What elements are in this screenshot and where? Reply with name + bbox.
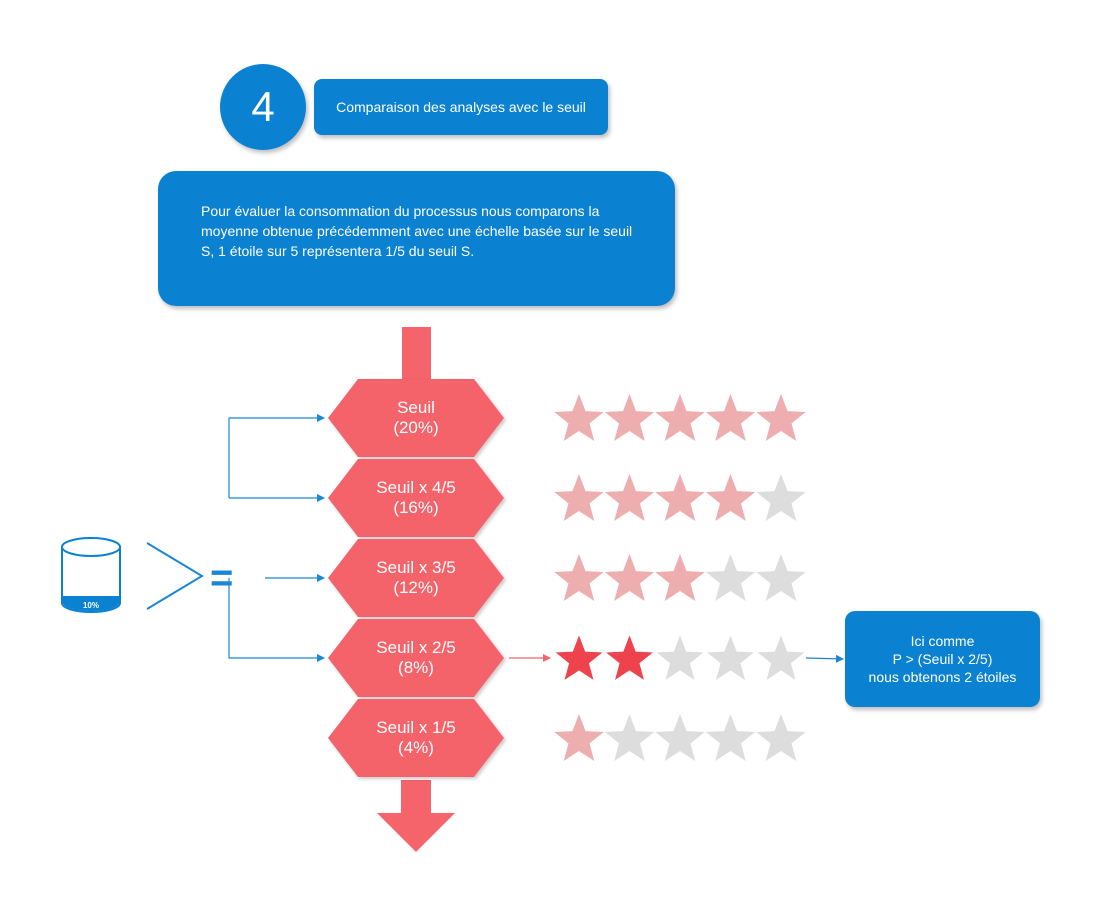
greater-than-symbol — [146, 542, 204, 610]
result-info-box: Ici comme P > (Seuil x 2/5) nous obtenon… — [845, 611, 1040, 707]
database-icon — [61, 537, 121, 613]
level-4-name: Seuil x 2/5 — [376, 638, 456, 657]
star-filled-icon-3-3 — [655, 554, 705, 601]
level-label-5: Seuil x 1/5 (4%) — [316, 718, 516, 758]
flow-entry-bar — [402, 327, 431, 380]
level-hexagon-2 — [328, 459, 504, 537]
info-line-1: Ici comme — [910, 633, 975, 649]
result-arrow — [805, 654, 844, 663]
star-filled-icon-1-2 — [604, 394, 655, 441]
level-4-percent: (8%) — [398, 658, 434, 677]
level-5-name: Seuil x 1/5 — [376, 718, 456, 737]
level-label-2: Seuil x 4/5 (16%) — [316, 478, 516, 518]
star-empty-icon-4-3 — [653, 632, 707, 683]
star-empty-icon-5-4 — [705, 714, 756, 761]
star-filled-icon-3-2 — [604, 554, 655, 601]
level-label-3: Seuil x 3/5 (12%) — [316, 558, 516, 598]
level-hexagon-5 — [328, 699, 504, 777]
star-filled-icon-5-1 — [554, 714, 604, 761]
step-number-badge: 4 — [220, 64, 306, 150]
level-1-name: Seuil — [397, 398, 435, 417]
star-filled-icon-1-1 — [554, 394, 604, 441]
star-empty-icon-2-5 — [756, 474, 806, 521]
star-filled-icon-1-3 — [655, 394, 705, 441]
level-1-percent: (20%) — [393, 418, 439, 437]
star-empty-icon-4-4 — [704, 632, 757, 683]
star-empty-icon-5-3 — [655, 714, 705, 761]
equals-symbol: = — [210, 556, 234, 600]
description-box: Pour évaluer la consommation du processu… — [158, 171, 675, 306]
star-empty-icon-3-4 — [705, 554, 756, 601]
level-hexagon-3 — [328, 539, 504, 617]
level-2-name: Seuil x 4/5 — [376, 478, 456, 497]
level-5-percent: (4%) — [398, 738, 434, 757]
star-filled-icon-2-1 — [554, 474, 604, 521]
star-filled-icon-4-1 — [552, 632, 606, 683]
flow-exit-arrow — [377, 780, 455, 852]
star-filled-icon-4-2 — [603, 632, 656, 683]
star-empty-icon-3-5 — [756, 554, 806, 601]
info-line-2: P > (Seuil x 2/5) — [892, 651, 993, 667]
connector-lines — [228, 414, 325, 662]
star-filled-icon-2-2 — [604, 474, 655, 521]
star-empty-icon-4-5 — [754, 632, 808, 683]
star-filled-icon-2-4 — [705, 474, 756, 521]
star-filled-icon-1-5 — [756, 394, 806, 441]
level-2-percent: (16%) — [393, 498, 439, 517]
star-filled-icon-1-4 — [705, 394, 756, 441]
level-hexagon-4 — [328, 619, 504, 697]
level-label-4: Seuil x 2/5 (8%) — [316, 638, 516, 678]
level-label-1: Seuil (20%) — [316, 398, 516, 438]
description-text: Pour évaluer la consommation du processu… — [201, 203, 633, 259]
level-hexagon-1 — [328, 379, 504, 457]
step-title-text: Comparaison des analyses avec le seuil — [336, 99, 586, 115]
level-3-name: Seuil x 3/5 — [376, 558, 456, 577]
star-filled-icon-2-3 — [655, 474, 705, 521]
star-empty-icon-5-2 — [604, 714, 655, 761]
info-line-3: nous obtenons 2 étoiles — [868, 669, 1017, 685]
database-label: 10% — [82, 601, 99, 610]
step-title: Comparaison des analyses avec le seuil — [314, 79, 608, 135]
star-empty-icon-5-5 — [756, 714, 806, 761]
star-filled-icon-3-1 — [554, 554, 604, 601]
level-3-percent: (12%) — [393, 578, 439, 597]
